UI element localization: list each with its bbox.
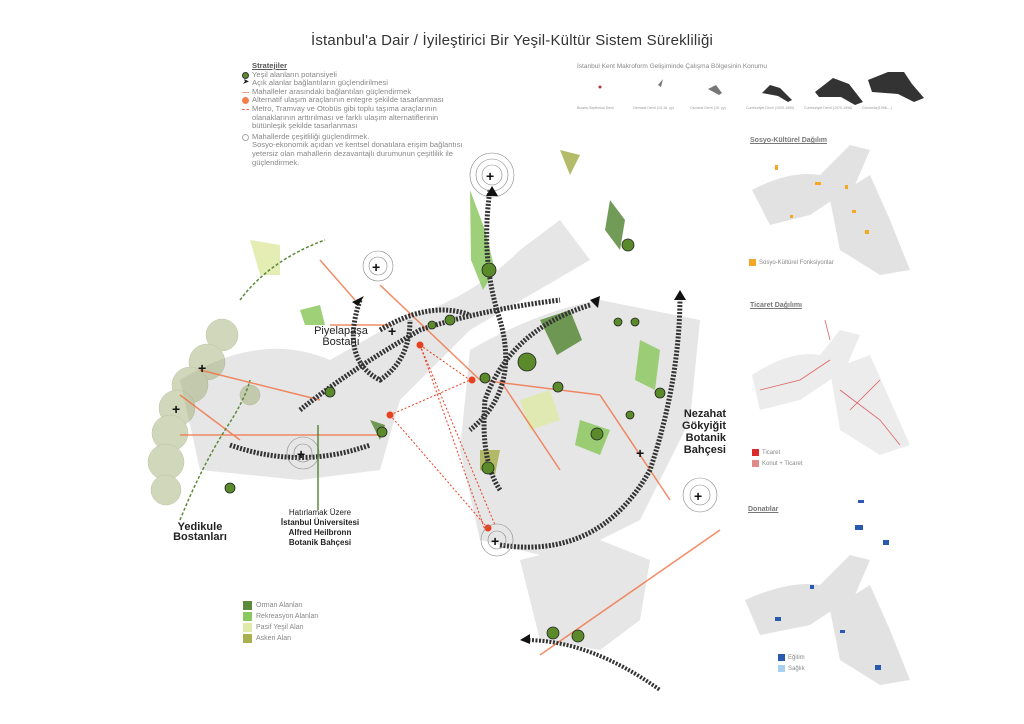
side-map-title: Donatılar [748,506,779,513]
connection-lines [179,259,721,656]
side-map-2 [752,319,910,455]
strategy-text: Metro, Tramvay ve Otobüs gibi toplu taşı… [252,103,439,131]
legend-label: Orman Alanları [256,602,303,609]
swatch [243,601,252,610]
period-shape [658,79,663,87]
orange-dot-icon [242,97,249,105]
strategy-item: Yeşil alanların potansiyeli [242,69,472,80]
period-shape [708,85,722,95]
label-piyalepasa: Piyelapaşa Bostanı [314,325,368,348]
side-legend-item: Eğitim [778,654,805,661]
swatch [778,654,785,661]
swatch [752,449,759,456]
swatch [243,634,252,643]
period-shape [815,78,863,105]
label-nezahat: Nezahat Gökyiğit Botanik Bahçesi [681,408,726,456]
svg-text:+: + [172,401,180,417]
svg-text:+: + [486,168,494,184]
legend-item: Askeri Alan [243,633,319,644]
strategies-heading: Stratejiler [252,61,288,70]
svg-text:+: + [297,446,305,462]
yedikule-circles [147,318,261,506]
strategy-item: Alternatif ulaşım araçlarının entegre şe… [242,96,472,105]
svg-text:+: + [491,533,499,549]
label-line: Alfred Heilbronn Botanik Bahçesi [288,528,352,547]
transit-dashed-lines [389,344,496,531]
period-label: Osmanlı Devri (19. yy) [690,106,726,110]
side-legend-item: Sağlık [778,665,805,672]
strategy-text: Açık alanlar bağlantıların güçlendirilme… [252,78,388,88]
legend-item: Orman Alanları [243,600,319,611]
period-shape [598,85,602,89]
strategies-legend: Stratejiler Yeşil alanların potansiyeli … [242,61,472,167]
side-map-3 [745,500,910,685]
svg-text:+: + [372,259,380,275]
svg-text:+: + [694,488,702,504]
green-potential-nodes [224,238,666,643]
legend-label: Konut + Ticaret [762,460,803,467]
rail-line [524,638,662,692]
period-shape [762,85,792,102]
swatch [243,612,252,621]
legend-item: Pasif Yeşil Alan [243,622,319,633]
transit-nodes [386,341,492,532]
label-line: Hatırlamak Üzere [288,508,352,517]
side-map-title: Ticaret Dağılımı [750,302,803,309]
legend-label: Ticaret [762,449,781,456]
swatch [752,460,759,467]
legend-item: Rekreasyon Alanları [243,611,319,622]
period-label: Cumhuriyet Devri (1920-1950) [746,106,795,110]
strategy-text: Mahallerde çeşitliliği güçlendirmek. [252,131,370,141]
legend-label: Sağlık [788,665,805,672]
period-label: Günümüz(1996-...) [862,106,893,110]
legend-label: Rekreasyon Alanları [256,613,319,620]
period-label: Osmanlı Devri (15-16. yy) [633,106,674,110]
svg-text:+: + [636,445,644,461]
strategy-item: Metro, Tramvay ve Otobüs gibi toplu taşı… [242,103,472,131]
side-legend-item: Sosyo-Kültürel Fonksiyonlar [749,259,834,266]
side-legend-item: Ticaret [752,449,780,456]
strategy-text: Mahalleler arasındaki bağlantıları güçle… [252,86,412,96]
target-circle-icon [242,133,249,141]
strategy-text: Alternatif ulaşım araçlarının entegre şe… [252,95,444,105]
strategy-text: Yeşil alanların potansiyeli [252,69,337,79]
plus-icons: + + + + + + + + + [172,168,702,549]
arrowhead-icons [352,186,686,644]
legend-label: Askeri Alan [256,635,292,642]
green-circle-icon [242,71,249,79]
map-legend: Orman Alanları Rekreasyon Alanları Pasif… [243,600,319,644]
side-map-title: Sosyo-Kültürel Dağılım [750,137,828,144]
timeline-title: İstanbul Kent Makroform Gelişiminde Çalı… [577,63,768,70]
legend-label: Sosyo-Kültürel Fonksiyonlar [759,259,834,266]
poster-title: İstanbul'a Dair / İyileştirici Bir Yeşil… [310,32,714,49]
period-shape [868,72,924,102]
green-corridor [179,239,326,521]
legend-label: Eğitim [788,654,805,661]
label-yedikule: Yedikule Bostanları [173,521,227,543]
label-botanik-istanbul: Hatırlamak Üzere İstanbul Üniversitesi A… [275,508,365,548]
swatch [243,623,252,632]
period-label: Bizans-Septimius Devri [577,106,615,110]
side-map-1 [752,145,910,275]
strategy-note: Sosyo-ekonomik açıdan ve kentsel donatıl… [252,140,463,167]
strategy-item: ➤Açık alanlar bağlantıların güçlendirilm… [242,77,472,88]
svg-text:+: + [388,323,396,339]
svg-text:+: + [198,360,206,376]
side-legend-item: Konut + Ticaret [752,460,803,467]
open-space-connections [229,189,683,550]
legend-label: Pasif Yeşil Alan [256,624,304,631]
swatch [749,259,756,266]
label-line: İstanbul Üniversitesi [280,518,360,527]
diversity-targets [286,152,718,557]
line-icon [242,91,249,93]
swatch [778,665,785,672]
dashed-line-icon [242,108,249,110]
strategy-item: Mahallerde çeşitliliği güçlendirmek. [242,131,472,142]
arrow-icon: ➤ [242,77,249,87]
period-label: Cumhuriyet Devri (1970-1996) [804,106,853,110]
strategy-item: Mahalleler arasındaki bağlantıları güçle… [242,86,472,97]
